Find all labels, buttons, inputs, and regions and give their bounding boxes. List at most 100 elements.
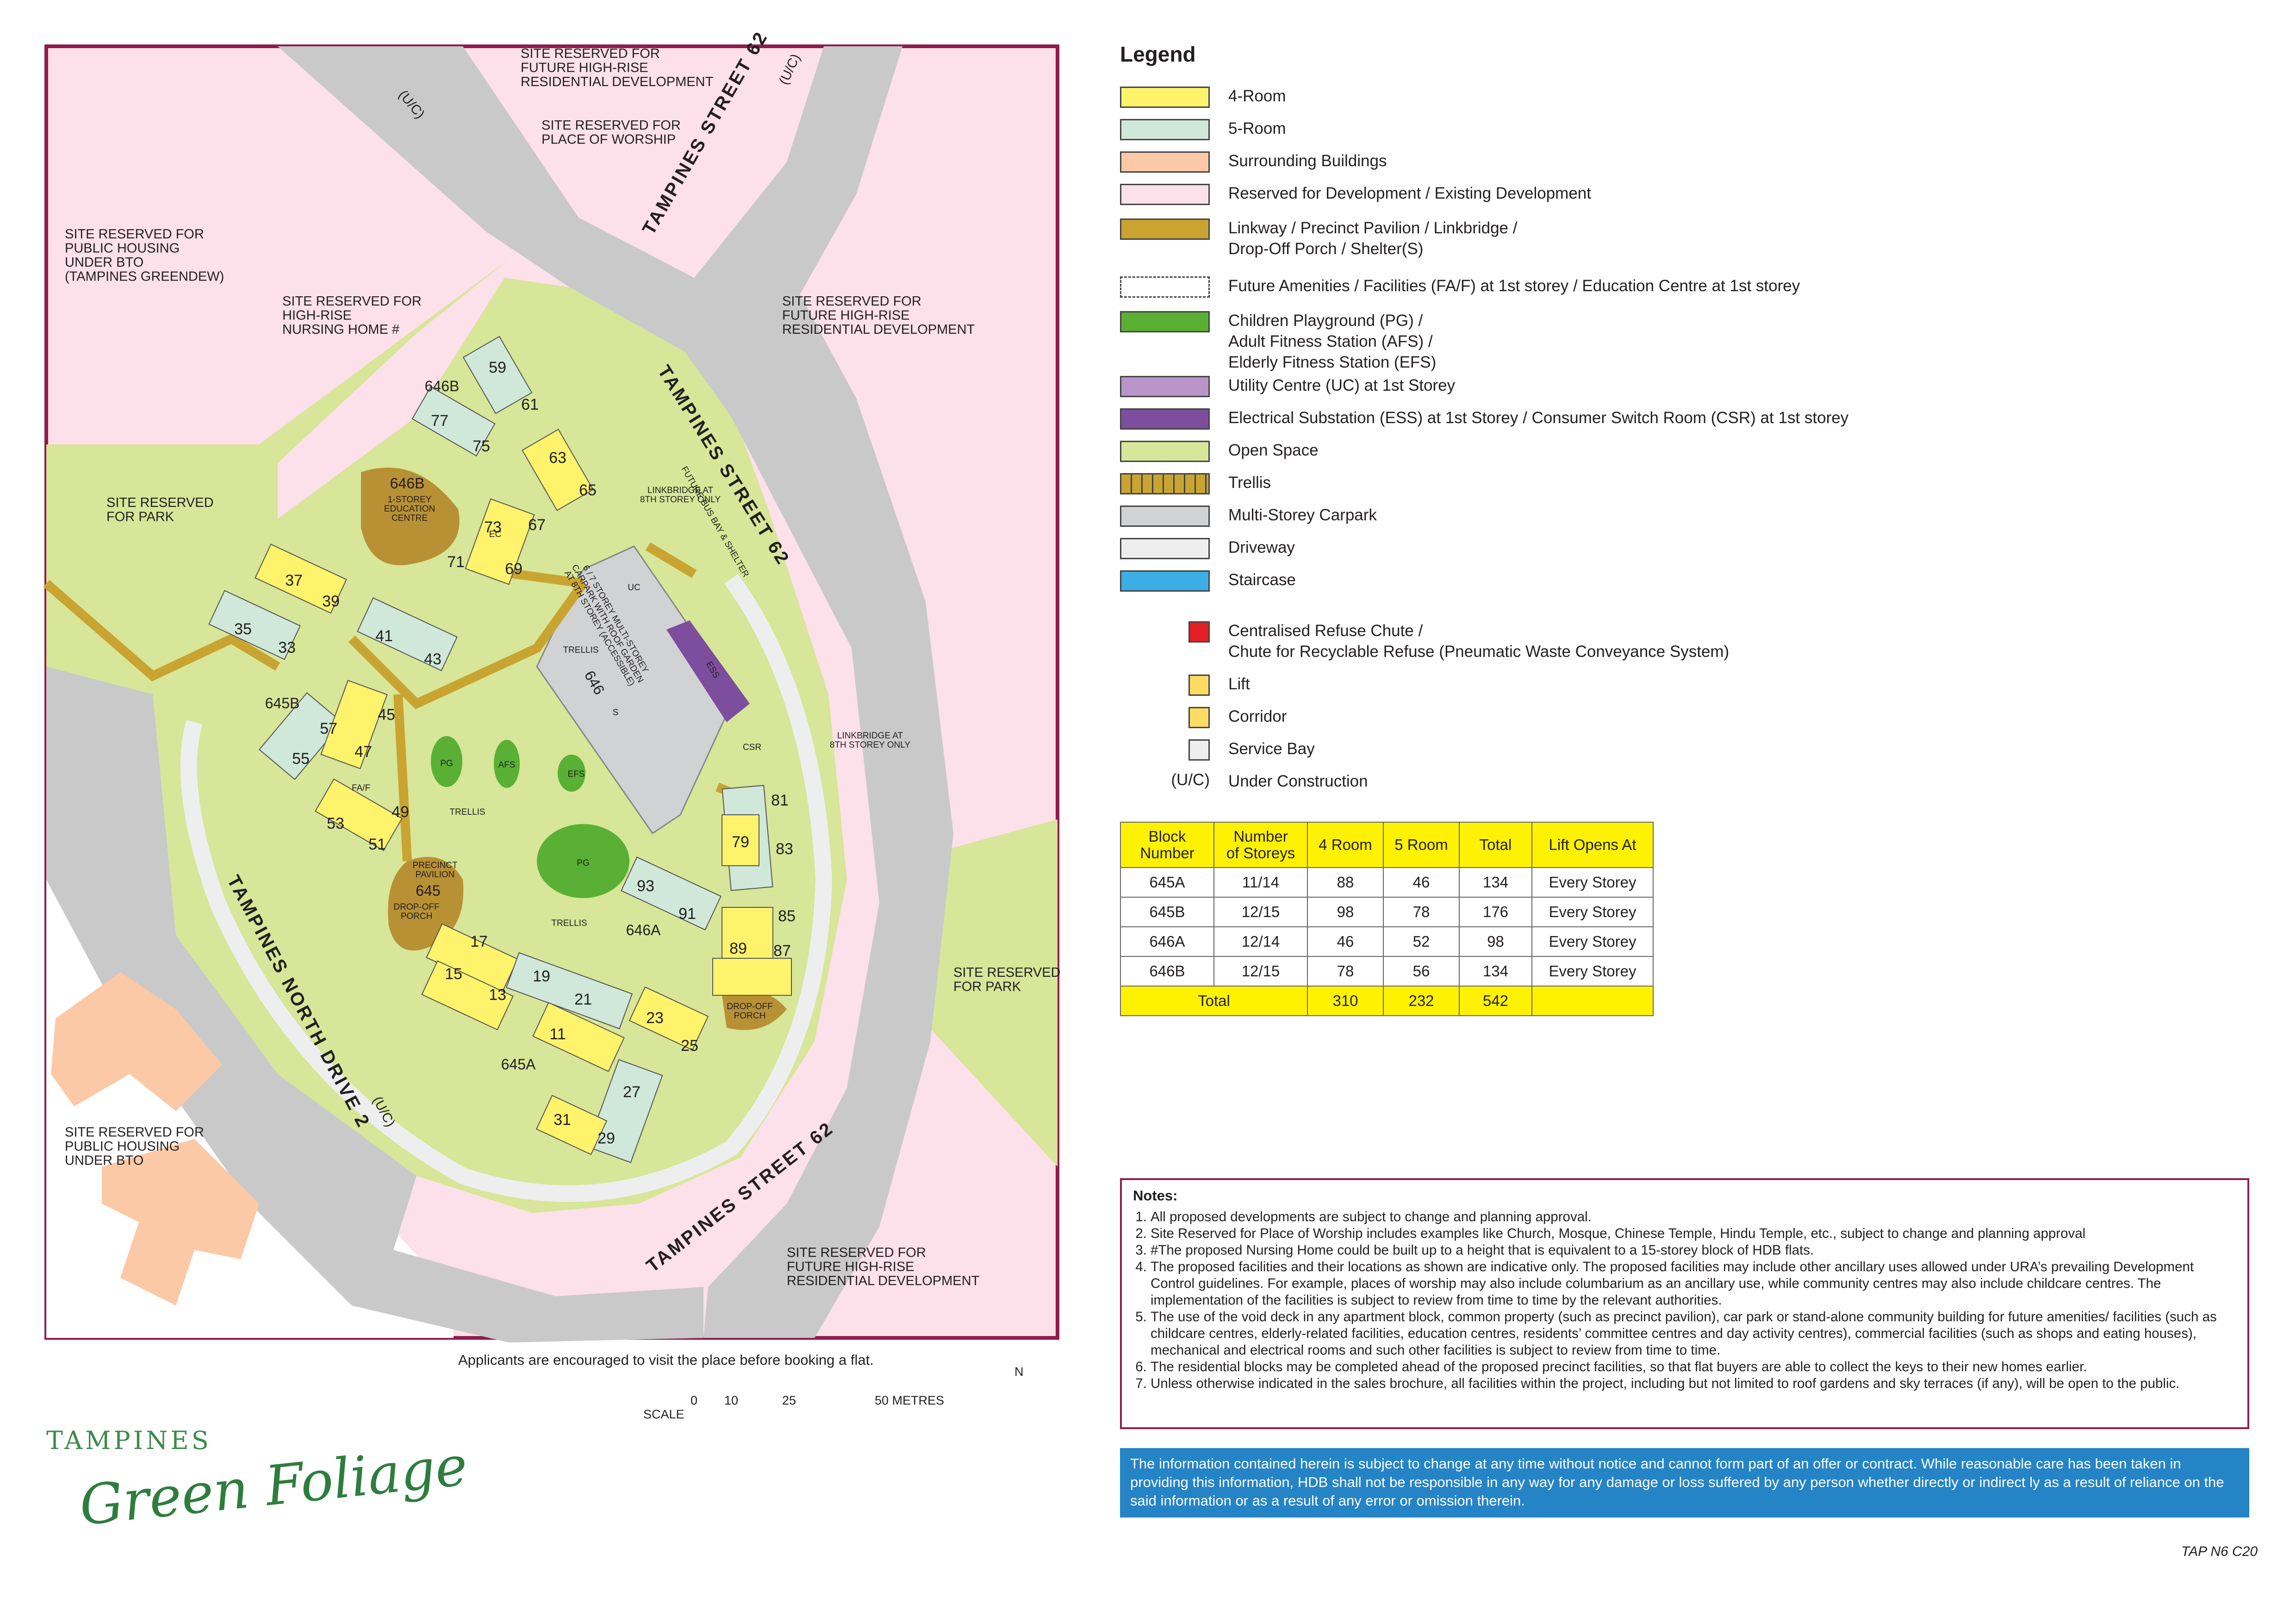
table-total-cell (1531, 986, 1654, 1016)
legend-item: Children Playground (PG) / Adult Fitness… (1120, 310, 1876, 373)
unit-number: 45 (378, 706, 395, 724)
legend-label: Service Bay (1228, 740, 1315, 758)
label-pg-large: PG (577, 858, 589, 868)
playground-large (537, 824, 629, 898)
label-trellis-pg: TRELLIS (449, 807, 485, 817)
legend-swatch (1120, 473, 1210, 494)
legend-symbol: (U/C) (1171, 771, 1210, 789)
legend-item: Electrical Substation (ESS) at 1st Store… (1120, 407, 1876, 430)
table-cell: 46 (1307, 926, 1384, 957)
residential-blocks (208, 336, 792, 1163)
driveway-loop (180, 574, 833, 1202)
table-header: Lift Opens At (1531, 822, 1654, 868)
legend-swatch (1120, 538, 1210, 559)
unit-number: 29 (597, 1130, 615, 1147)
unit-number: 93 (637, 877, 654, 895)
legend-label: Electrical Substation (ESS) at 1st Store… (1228, 409, 1849, 427)
road-tampines-st62-south (352, 1250, 703, 1343)
note-item: #The proposed Nursing Home could be buil… (1151, 1242, 2236, 1259)
table-cell: 646B (1120, 956, 1214, 987)
ess-room (666, 620, 750, 722)
legend-item: Driveway (1120, 537, 1876, 559)
legend-swatch (1120, 119, 1210, 140)
legend-label: Utility Centre (UC) at 1st Storey (1228, 376, 1456, 394)
unit-number: 37 (285, 572, 303, 589)
unit-number: 71 (447, 553, 465, 571)
unit-number: 87 (773, 942, 791, 960)
unit-number: 35 (234, 620, 252, 638)
unit-number: 15 (445, 965, 462, 983)
table-cell: 78 (1307, 956, 1384, 987)
unit-number: 19 (533, 968, 550, 985)
unit-number: 17 (470, 933, 488, 950)
unit-number: 91 (678, 905, 696, 923)
table-header: Total (1459, 822, 1532, 868)
legend-item: Linkway / Precinct Pavilion / Linkbridge… (1120, 218, 1876, 259)
unit-number: 25 (681, 1037, 698, 1055)
scale-tick: 25 (782, 1393, 796, 1407)
unit-number: 59 (489, 359, 506, 376)
unit-number: 83 (776, 840, 793, 858)
legend-label: 4-Room (1228, 87, 1286, 105)
unit-number: 39 (322, 593, 340, 610)
legend-swatch (1120, 376, 1210, 397)
table-cell: 134 (1459, 956, 1532, 987)
label-shelter: S (613, 708, 619, 718)
legend-label: Corridor (1228, 707, 1287, 725)
table-header: Block Number (1120, 822, 1214, 868)
legend-item: Staircase (1120, 569, 1876, 592)
scale-tick: 0 (691, 1393, 698, 1407)
legend-swatch (1120, 219, 1210, 240)
unit-number: 13 (489, 986, 506, 1004)
unit-number: 55 (292, 750, 310, 768)
table-cell: 12/14 (1213, 926, 1308, 957)
legend-swatch (1120, 151, 1210, 173)
legend-swatch (1188, 707, 1210, 728)
legend-label: 5-Room (1228, 119, 1286, 137)
legend-item: Lift (1120, 674, 1876, 696)
unit-number: 69 (505, 560, 523, 578)
unit-number: 21 (574, 991, 592, 1008)
adult-fitness-station (494, 740, 520, 788)
legend-swatch (1120, 87, 1210, 108)
unit-number: 31 (554, 1111, 571, 1129)
table-cell: 98 (1307, 897, 1384, 927)
table-cell: 134 (1459, 867, 1532, 898)
notes-list: All proposed developments are subject to… (1133, 1209, 2236, 1392)
legend-swatch (1120, 276, 1210, 298)
legend-swatch (1120, 570, 1210, 592)
legend-item: Corridor (1120, 706, 1876, 728)
unit-number: 27 (623, 1083, 641, 1101)
unit-number: 65 (579, 481, 597, 499)
legend-label: Children Playground (PG) / Adult Fitness… (1228, 312, 1437, 371)
unit-number: 79 (732, 833, 749, 851)
table-header: 4 Room (1307, 822, 1384, 868)
unit-number: 73 (484, 518, 502, 536)
legend-item: 5-Room (1120, 118, 1876, 140)
note-item: All proposed developments are subject to… (1151, 1209, 2236, 1225)
unit-number: 85 (778, 907, 796, 925)
legend-item: Centralised Refuse Chute / Chute for Rec… (1120, 620, 1876, 662)
legend-item: Surrounding Buildings (1120, 150, 1876, 173)
legend-item: Utility Centre (UC) at 1st Storey (1120, 375, 1876, 397)
note-item: The residential blocks may be completed … (1151, 1359, 2236, 1375)
table-cell: 645A (1120, 867, 1214, 898)
elderly-fitness-station (558, 755, 585, 792)
table-total-cell: 232 (1383, 986, 1460, 1016)
block-label-645B: 645B (265, 695, 300, 712)
drop-off-porch-east (722, 991, 787, 1030)
legend-label: Surrounding Buildings (1228, 152, 1387, 170)
legend-item: 4-Room (1120, 86, 1876, 108)
disclaimer-banner: The information contained herein is subj… (1120, 1448, 2249, 1518)
